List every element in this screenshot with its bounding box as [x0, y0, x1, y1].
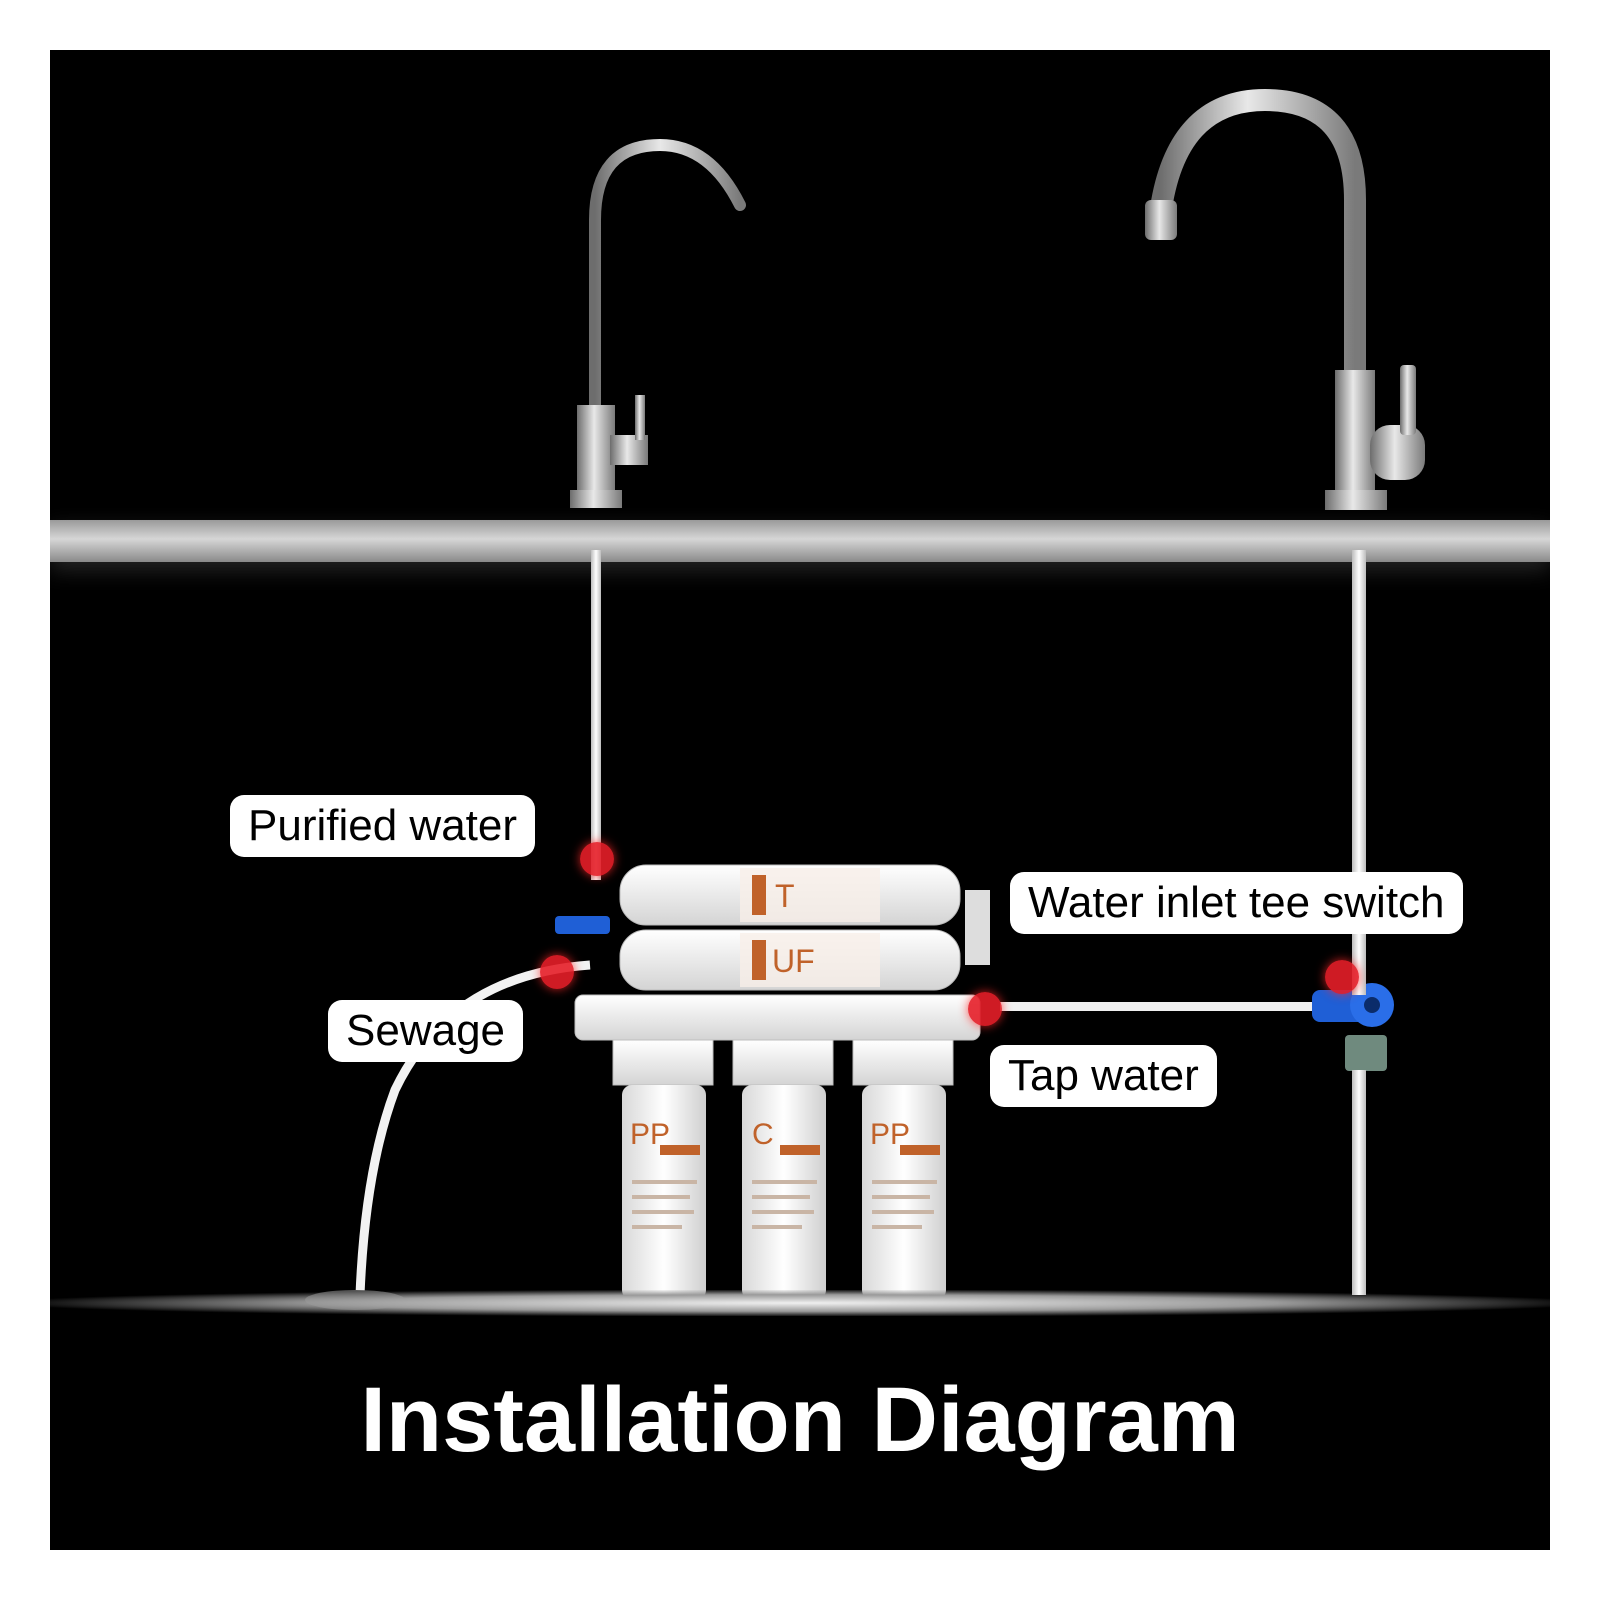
tap-water-pipe: [1000, 1002, 1330, 1011]
tap-water-marker: [968, 992, 1002, 1026]
cartridge-label-bottom-1: PP: [630, 1118, 671, 1151]
purified-faucet: [570, 138, 746, 508]
cartridge-label-top-1: T: [775, 878, 795, 914]
cartridge-label-bottom-2: C: [752, 1118, 774, 1151]
purified-water-label: Purified water: [230, 795, 536, 857]
water-inlet-tee-switch-label: Water inlet tee switch: [1010, 872, 1463, 934]
tee-valve: [1312, 983, 1394, 1071]
inlet-tee-marker: [1325, 960, 1359, 994]
sewage-marker: [540, 955, 574, 989]
cartridge-label-top-2: UF: [772, 943, 815, 979]
cabinet-floor: [50, 1290, 1550, 1316]
countertop: [50, 520, 1550, 562]
main-water-pipe-lower: [1352, 1070, 1366, 1295]
tap-water-label: Tap water: [990, 1045, 1217, 1107]
cartridge-label-bottom-3: PP: [870, 1118, 911, 1151]
sewage-label: Sewage: [328, 1000, 524, 1062]
diagram-panel: T UF PP C PP Purified water Water inlet …: [50, 50, 1550, 1550]
purified-water-marker: [580, 842, 614, 876]
sewage-hose: [355, 960, 591, 1296]
purifier-unit: [555, 864, 990, 1300]
diagram-title: Installation Diagram: [360, 1369, 1240, 1471]
installation-illustration: [305, 88, 1425, 1310]
kitchen-faucet: [1145, 88, 1425, 510]
purified-water-pipe: [591, 550, 601, 880]
